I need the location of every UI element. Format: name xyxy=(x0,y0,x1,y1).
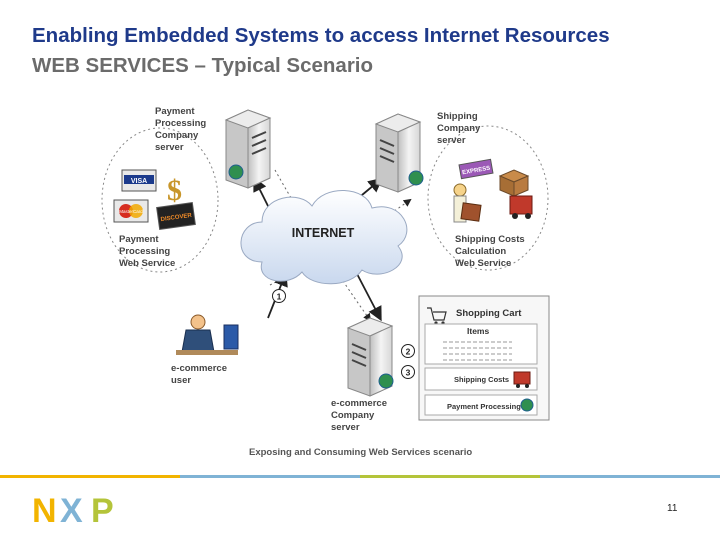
shopping-cart-panel: Shopping Cart Items Shipping Costs Payme… xyxy=(418,295,550,421)
ecommerce-server-label-2: Company xyxy=(331,410,375,421)
footer-divider xyxy=(0,475,720,478)
arrow-payment-internet xyxy=(253,176,271,211)
payment-server-label-3: Company xyxy=(155,130,199,141)
internet-cloud: INTERNET xyxy=(240,190,408,285)
page-number: 11 xyxy=(667,503,678,514)
payment-group-circle xyxy=(101,127,219,273)
step-marker-3: 3 xyxy=(401,365,415,379)
shipping-server-label-3: server xyxy=(437,135,466,146)
svg-text:EXPRESS: EXPRESS xyxy=(462,166,491,177)
diagram-caption: Exposing and Consuming Web Services scen… xyxy=(249,447,472,458)
ecommerce-user-icon xyxy=(176,314,239,355)
visa-card-icon: VISA xyxy=(121,169,157,192)
payment-service-label-2: Processing xyxy=(119,246,170,257)
svg-text:N: N xyxy=(32,492,57,526)
shipping-service-label-3: Web Service xyxy=(455,258,511,269)
shipping-service-label-1: Shipping Costs xyxy=(455,234,525,245)
cart-globe-icon xyxy=(520,398,534,412)
payment-server-label-4: server xyxy=(155,142,184,153)
shipping-server-icon xyxy=(374,113,424,193)
open-box-icon xyxy=(498,169,530,197)
shipping-costs-label: Shipping Costs xyxy=(454,375,509,384)
discover-card-icon: DISCOVER xyxy=(156,202,196,230)
nxp-logo: N X P xyxy=(32,492,114,526)
payment-processing-label: Payment Processing xyxy=(447,402,521,411)
payment-service-label-1: Payment xyxy=(119,234,159,245)
payment-server-label-2: Processing xyxy=(155,118,206,129)
step-marker-1: 1 xyxy=(272,289,286,303)
svg-text:3: 3 xyxy=(406,368,411,378)
payment-server-icon xyxy=(224,109,272,189)
svg-text:X: X xyxy=(60,492,83,526)
slide-title: Enabling Embedded Systems to access Inte… xyxy=(32,24,610,47)
svg-text:DISCOVER: DISCOVER xyxy=(160,213,193,223)
svg-text:P: P xyxy=(91,492,114,526)
delivery-person-icon xyxy=(453,183,482,223)
arrow-internet-ecommerce xyxy=(354,269,382,322)
shipping-server-label-1: Shipping xyxy=(437,111,478,122)
slide-subtitle: WEB SERVICES – Typical Scenario xyxy=(32,54,374,77)
svg-text:MasterCard: MasterCard xyxy=(119,209,143,214)
payment-service-label-3: Web Service xyxy=(119,258,175,269)
ecommerce-server-icon xyxy=(346,317,394,397)
shipping-server-label-2: Company xyxy=(437,123,481,134)
step-marker-2: 2 xyxy=(401,344,415,358)
ecommerce-server-label-3: server xyxy=(331,422,360,433)
user-label-2: user xyxy=(171,375,191,386)
svg-text:1: 1 xyxy=(277,292,282,302)
svg-text:2: 2 xyxy=(406,347,411,357)
shipping-service-label-2: Calculation xyxy=(455,246,506,257)
payment-server-label-1: Payment xyxy=(155,106,195,117)
red-truck-icon xyxy=(509,195,533,219)
ecommerce-server-label-1: e-commerce xyxy=(331,398,387,409)
items-label: Items xyxy=(467,326,489,336)
dollar-sign-icon: $ xyxy=(167,174,182,207)
svg-text:$: $ xyxy=(167,174,182,207)
user-label-1: e-commerce xyxy=(171,363,227,374)
express-box-icon: EXPRESS xyxy=(458,158,494,180)
shopping-cart-title: Shopping Cart xyxy=(456,308,522,319)
internet-label: INTERNET xyxy=(292,226,355,240)
shipping-group-circle xyxy=(427,125,549,271)
mastercard-icon: MasterCard xyxy=(113,199,149,223)
svg-text:VISA: VISA xyxy=(131,178,147,185)
cart-truck-icon xyxy=(513,371,531,388)
